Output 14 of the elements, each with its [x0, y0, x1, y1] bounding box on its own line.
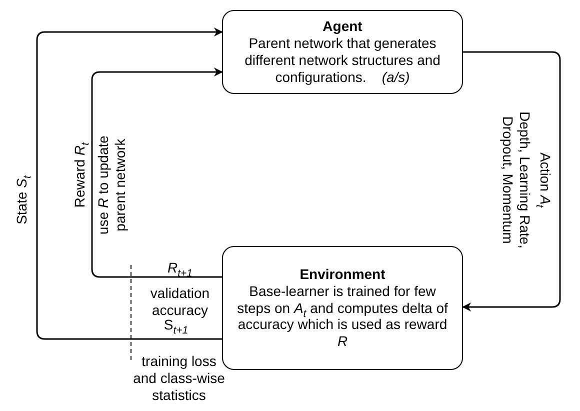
box-description: Base-learner is trained for few steps on A$_{t}$ and computes delta of accuracy which is used as reward R: [236, 282, 449, 350]
annotation-text: Depth, Learning Rate, Dropout, Momentum: [499, 110, 533, 250]
annotation-text: R$_{t+1}$: [168, 260, 192, 276]
annotation-text: S$_{t+1}$: [164, 316, 188, 334]
arrow: [91, 68, 223, 278]
annotation-text: training loss and class-wise statistics: [132, 352, 226, 404]
process-box: [222, 10, 463, 94]
arrow: [36, 28, 223, 340]
annotation-text: validation accuracy: [149, 285, 211, 319]
process-box: [222, 246, 463, 370]
box-title: Environment: [300, 266, 386, 283]
box-title: Agent: [322, 18, 362, 36]
box-description: Parent network that generates different network structures and configurations. (a/s): [244, 35, 442, 86]
arrow: [462, 51, 561, 312]
